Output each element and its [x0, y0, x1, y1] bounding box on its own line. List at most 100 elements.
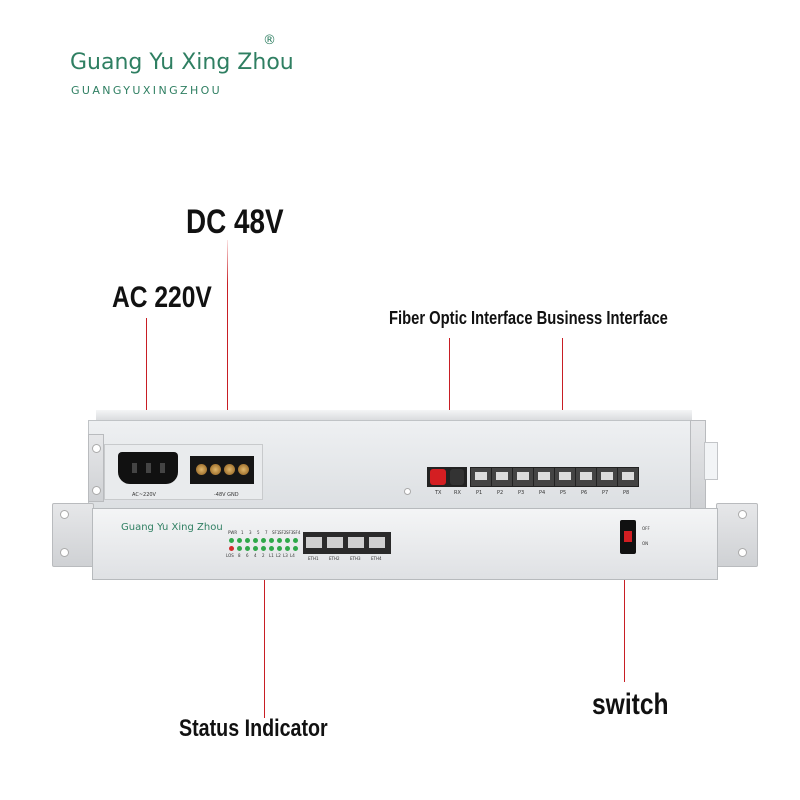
business-port-icon	[554, 467, 576, 487]
business-port-icon	[533, 467, 555, 487]
status-indicator-label: Status Indicator	[179, 715, 328, 742]
power-led	[229, 538, 234, 543]
led-label: SF3	[286, 530, 294, 535]
port-label-p4: P4	[539, 490, 546, 496]
status-led	[269, 538, 274, 543]
fiber-tx-port-icon	[430, 469, 446, 485]
brand-subtitle: GUANGYUXINGZHOU	[71, 84, 223, 97]
socket-pin	[160, 463, 165, 473]
business-port-icon	[512, 467, 534, 487]
status-led	[293, 538, 298, 543]
eth-label: ETH4	[371, 556, 382, 561]
led-label: LOS	[226, 553, 234, 558]
ac-callout-line	[146, 318, 147, 454]
ac-power-socket-icon	[118, 452, 178, 484]
socket-pin	[146, 463, 151, 473]
mount-hole	[60, 548, 69, 557]
port-label-p7: P7	[602, 490, 609, 496]
port-slot	[601, 472, 613, 480]
led-label: 2	[262, 553, 265, 558]
status-led	[277, 546, 282, 551]
port-slot	[559, 472, 571, 480]
mount-hole	[60, 510, 69, 519]
interface-label: Fiber Optic Interface Business Interface	[389, 308, 668, 328]
ac-220v-label: AC 220V	[112, 281, 212, 314]
business-port-icon	[575, 467, 597, 487]
led-label: 4	[254, 553, 257, 558]
port-label-p5: P5	[560, 490, 567, 496]
status-led	[261, 546, 266, 551]
led-label: L2	[276, 553, 281, 558]
dc-terminal-block-icon	[190, 456, 254, 484]
terminal-screw	[210, 464, 221, 475]
port-label-p3: P3	[518, 490, 525, 496]
dc-48v-label: DC 48V	[186, 203, 284, 241]
led-label: 8	[238, 553, 241, 558]
status-led	[293, 546, 298, 551]
led-label: 1	[241, 530, 244, 535]
led-label: SF4	[293, 530, 301, 535]
fiber-rx-port-icon	[450, 469, 464, 485]
status-led	[253, 538, 258, 543]
led-label: L4	[290, 553, 295, 558]
led-label: 5	[257, 530, 260, 535]
switch-on-label: ON	[642, 541, 649, 546]
status-callout-line	[264, 568, 265, 718]
mount-hole	[92, 444, 101, 453]
status-led	[245, 546, 250, 551]
eth-label: ETH2	[329, 556, 340, 561]
led-label: 6	[246, 553, 249, 558]
led-label: SF1	[272, 530, 280, 535]
screw-hole	[404, 488, 411, 495]
brand-logo-text: Guang Yu Xing Zhou	[70, 50, 294, 75]
front-right-ear	[716, 503, 758, 567]
status-led	[237, 538, 242, 543]
status-led	[285, 546, 290, 551]
los-led	[229, 546, 234, 551]
front-left-ear	[52, 503, 94, 567]
port-slot	[622, 472, 634, 480]
terminal-screw	[196, 464, 207, 475]
port-label-p8: P8	[623, 490, 630, 496]
status-led	[285, 538, 290, 543]
eth-label: ETH1	[308, 556, 319, 561]
fiber-rx-label: RX	[454, 490, 461, 496]
eth-label: ETH3	[350, 556, 361, 561]
led-label: 7	[265, 530, 268, 535]
port-label-p1: P1	[476, 490, 483, 496]
switch-off-label: OFF	[642, 526, 650, 531]
status-led	[261, 538, 266, 543]
socket-pin	[132, 463, 137, 473]
mount-hole	[738, 548, 747, 557]
fiber-callout-line	[449, 338, 450, 464]
front-chassis	[92, 508, 718, 580]
status-led	[245, 538, 250, 543]
mount-hole	[738, 510, 747, 519]
eth-port-icon	[327, 537, 343, 548]
business-callout-line	[562, 338, 563, 464]
port-slot	[517, 472, 529, 480]
switch-rocker-icon	[624, 531, 632, 542]
eth-port-icon	[348, 537, 364, 548]
dc-callout-line	[227, 240, 228, 458]
status-led	[277, 538, 282, 543]
business-port-icon	[617, 467, 639, 487]
status-led	[237, 546, 242, 551]
led-label: SF2	[279, 530, 287, 535]
port-slot	[538, 472, 550, 480]
front-brand-text: Guang Yu Xing Zhou	[121, 522, 223, 533]
port-label-p6: P6	[581, 490, 588, 496]
fiber-tx-label: TX	[435, 490, 442, 496]
dc-marking: -48V GND	[214, 492, 239, 498]
port-label-p2: P2	[497, 490, 504, 496]
status-led	[253, 546, 258, 551]
status-led	[269, 546, 274, 551]
switch-callout-line	[624, 552, 625, 682]
port-slot	[580, 472, 592, 480]
led-label: L3	[283, 553, 288, 558]
rear-label-plate	[704, 442, 718, 480]
terminal-screw	[224, 464, 235, 475]
mount-hole	[92, 486, 101, 495]
port-slot	[475, 472, 487, 480]
business-port-icon	[491, 467, 513, 487]
